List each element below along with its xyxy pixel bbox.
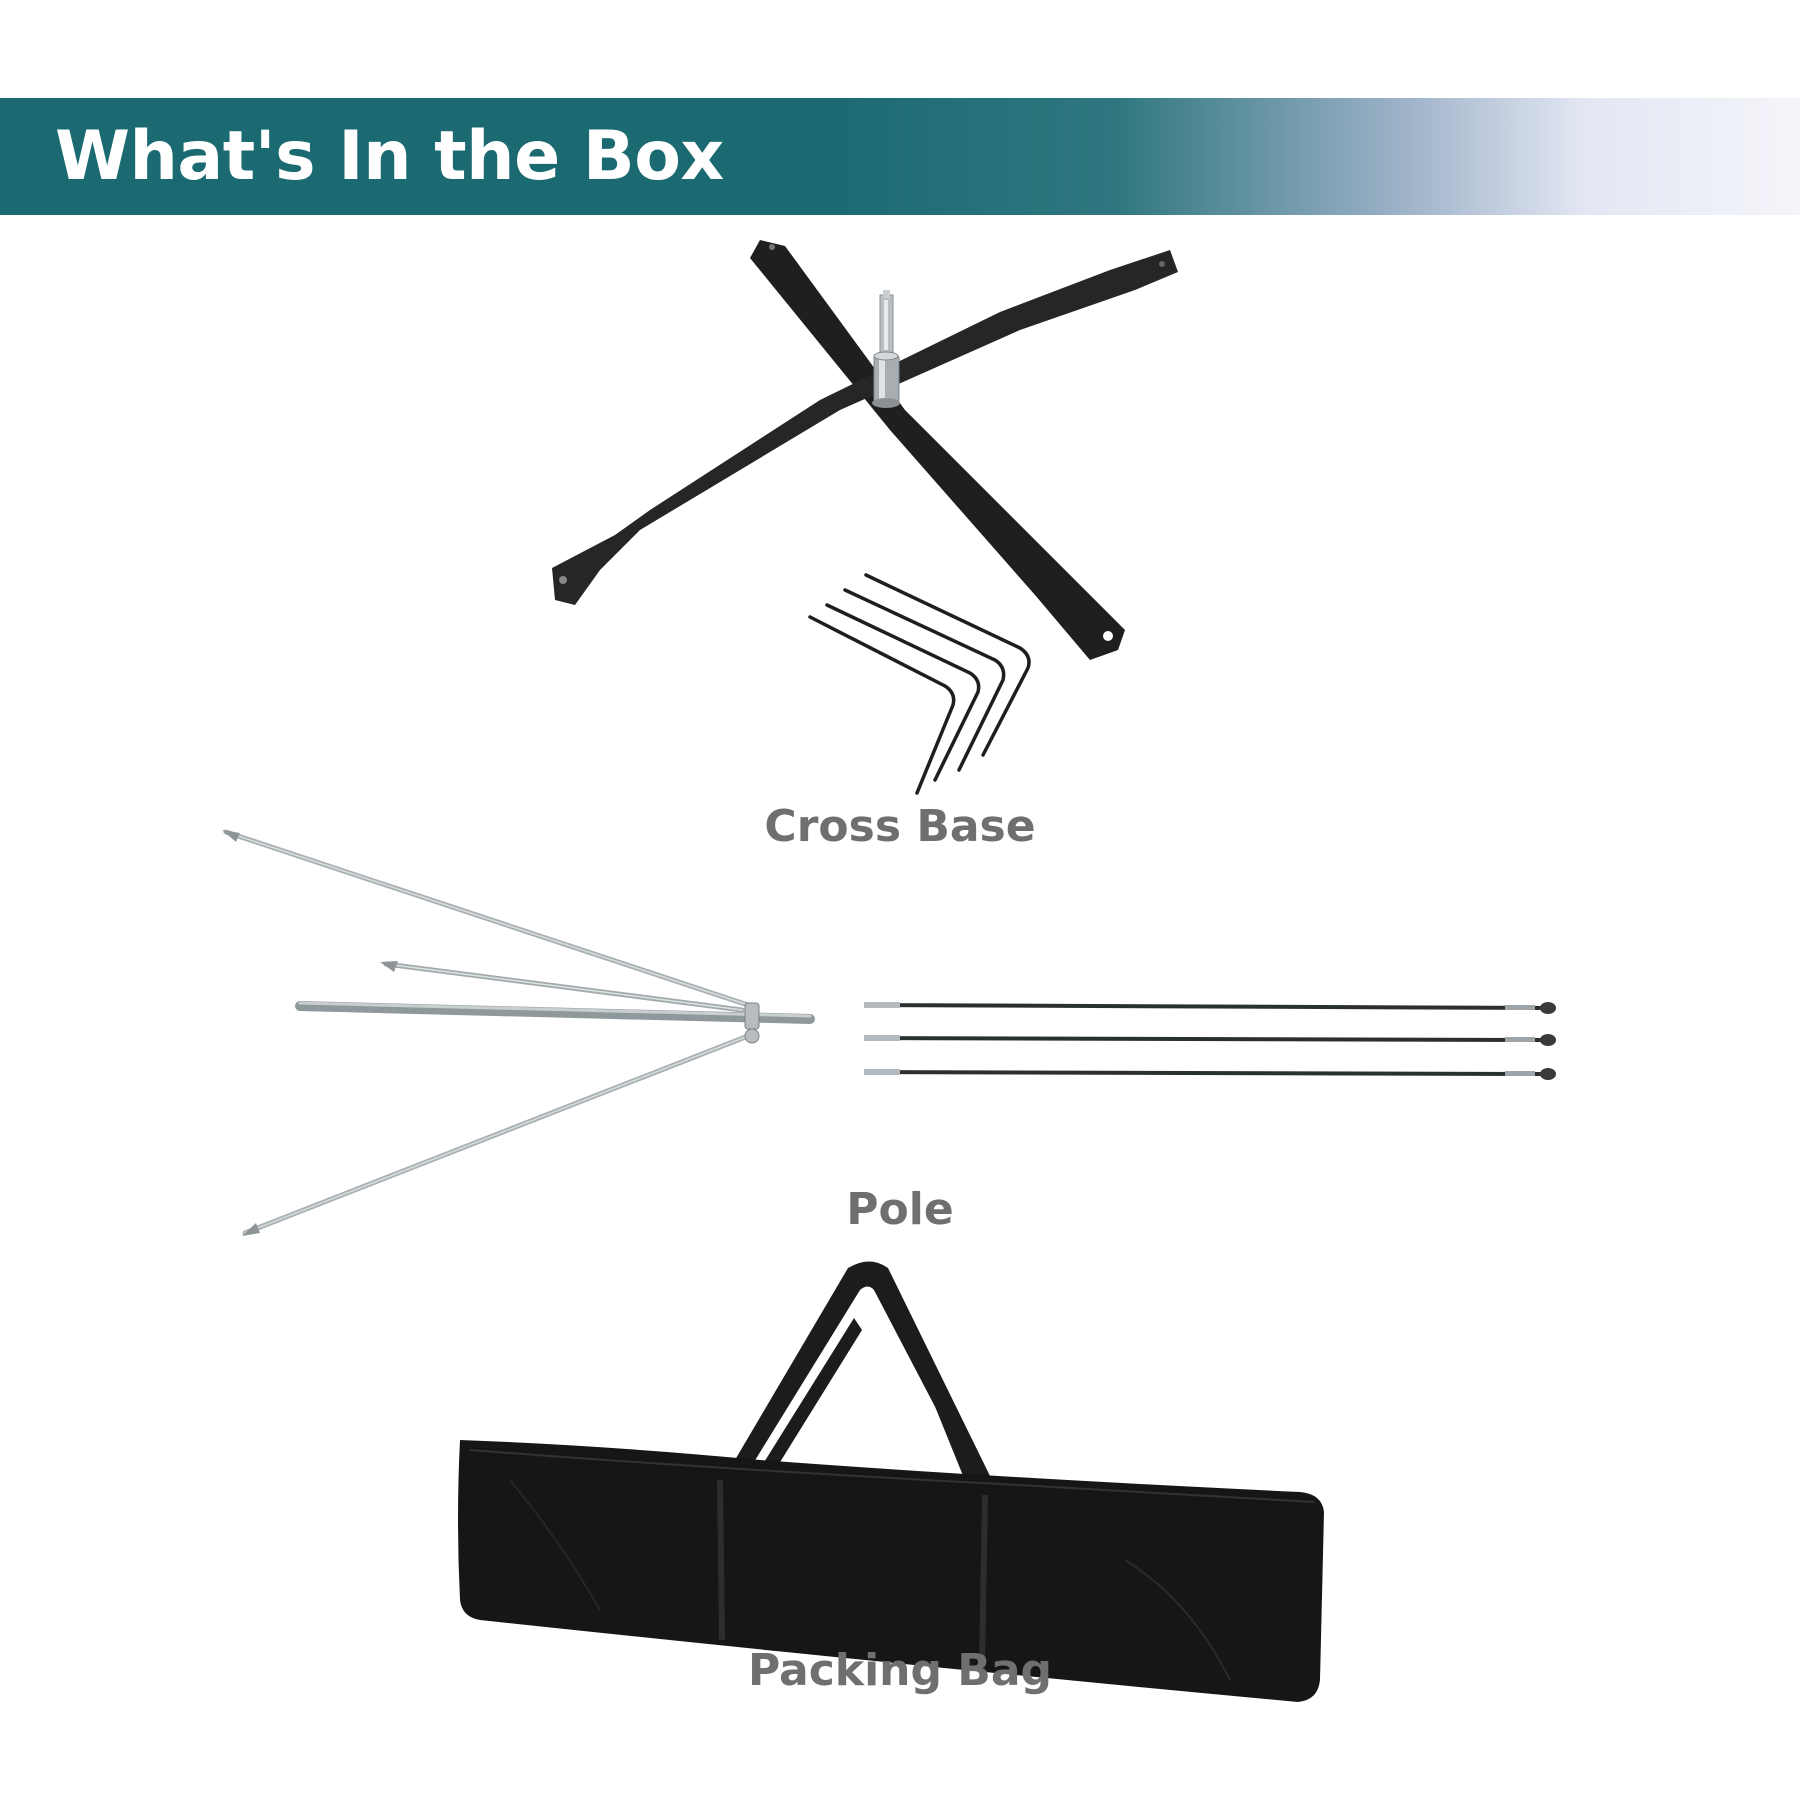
cross-base-image — [552, 240, 1178, 660]
cross-base-label: Cross Base — [764, 801, 1036, 852]
packing-bag-image — [458, 1261, 1324, 1702]
fiberglass-rods-image — [864, 1002, 1556, 1080]
ground-spike-pole-image — [222, 829, 815, 1236]
header-banner: What's In the Box — [0, 98, 1800, 215]
ground-stakes-image — [808, 573, 1031, 795]
page-title: What's In the Box — [55, 117, 724, 196]
packing-bag-label: Packing Bag — [747, 1645, 1053, 1696]
pole-label: Pole — [846, 1184, 954, 1235]
